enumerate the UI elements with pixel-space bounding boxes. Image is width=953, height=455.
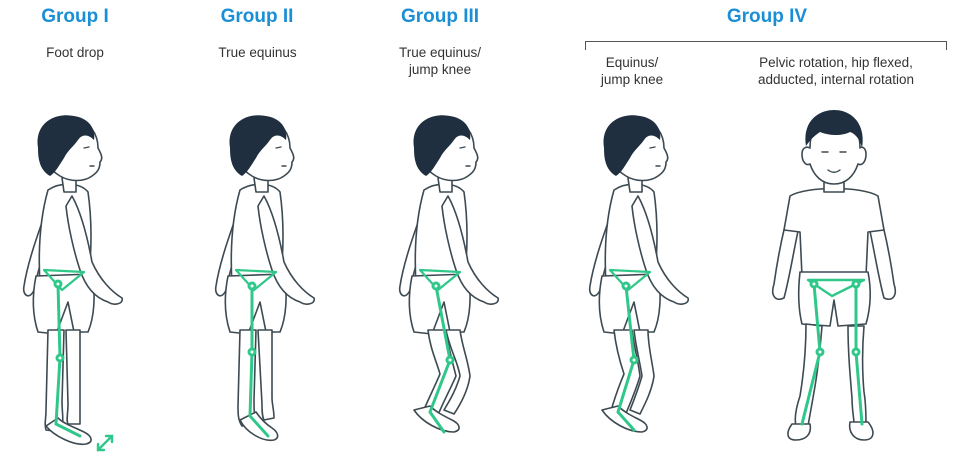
figure-group-4-front xyxy=(773,110,896,440)
figure-group-1 xyxy=(24,115,123,450)
double-arrow-icon xyxy=(98,436,112,450)
figure-group-4-side xyxy=(590,115,689,432)
figure-group-3 xyxy=(400,115,499,432)
figure-group-2 xyxy=(216,115,315,440)
